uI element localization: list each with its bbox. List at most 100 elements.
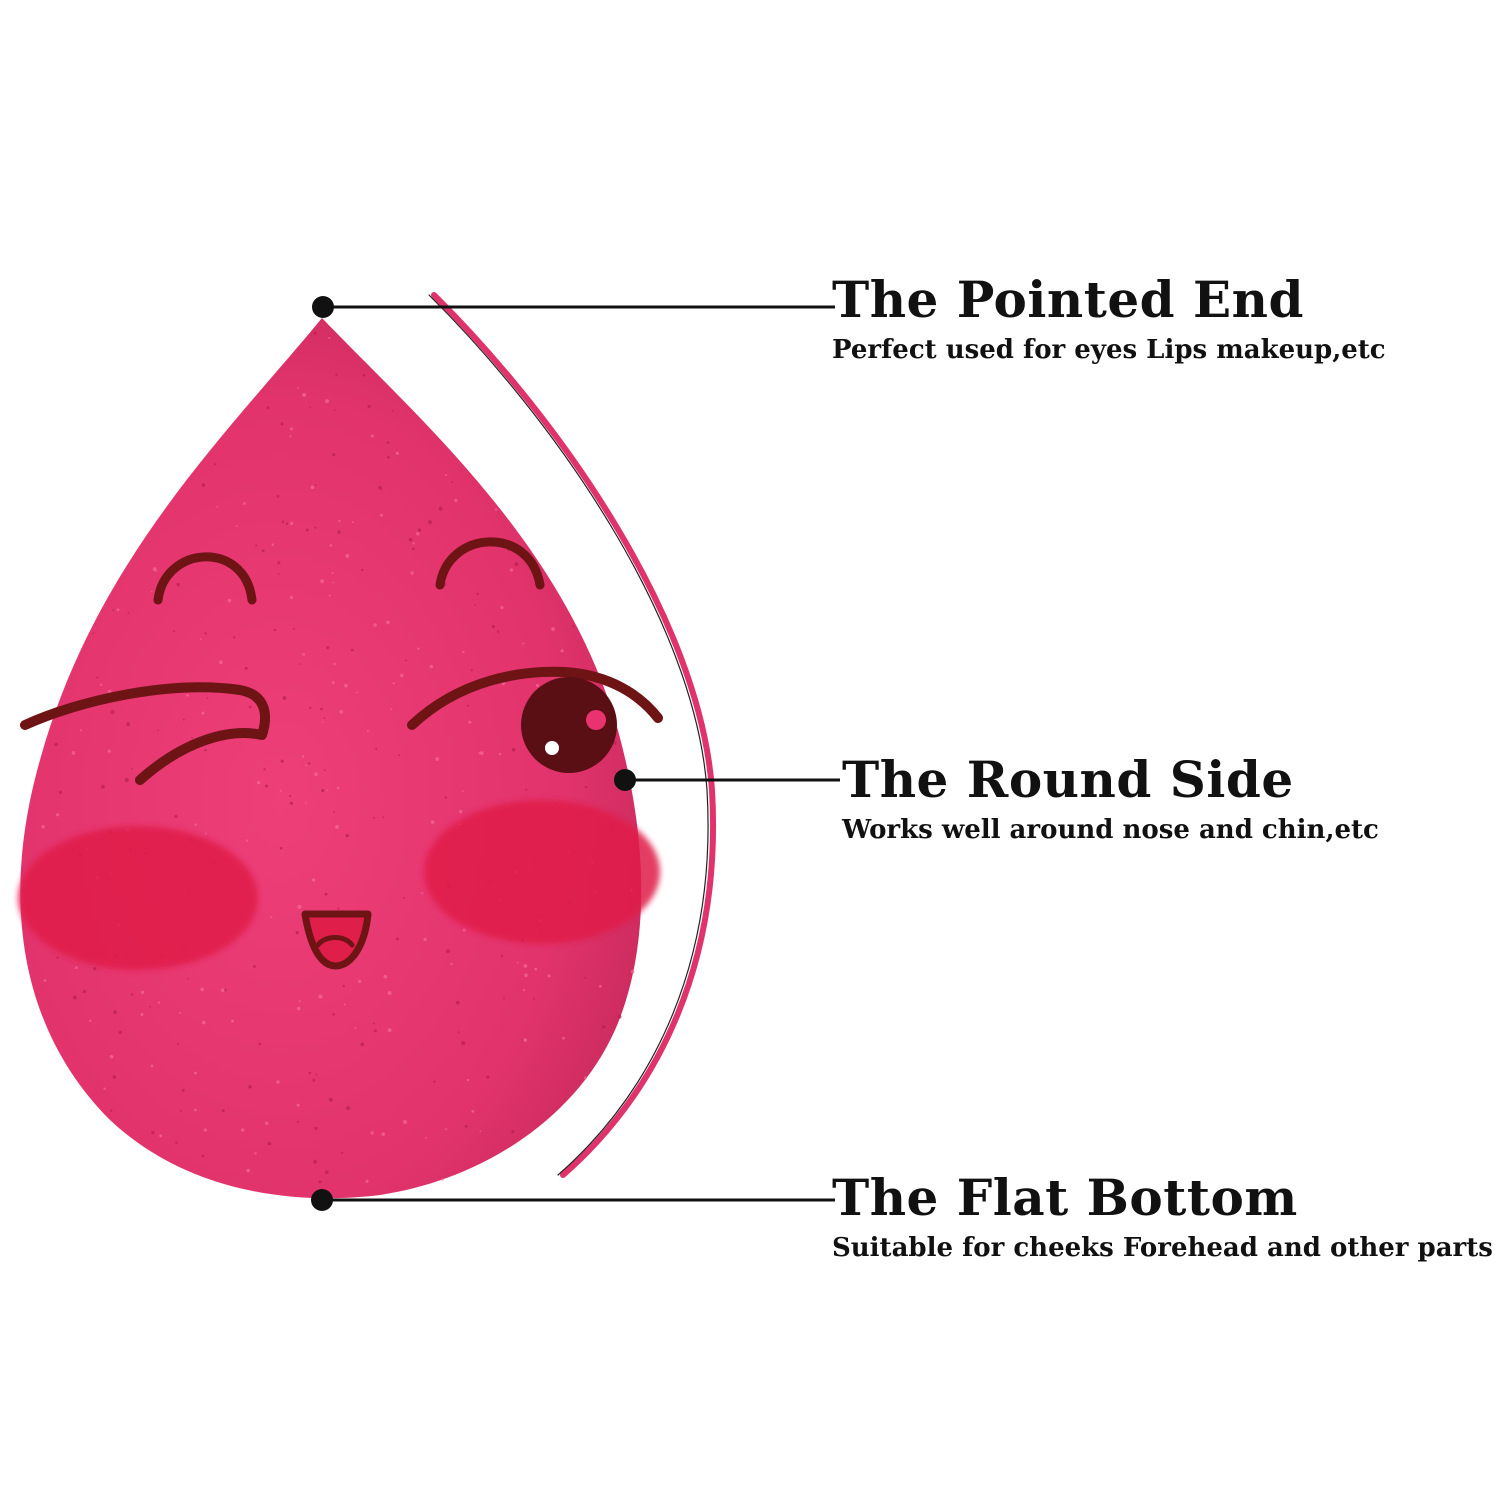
texture-speck — [352, 521, 354, 524]
tongue-icon — [315, 935, 355, 948]
texture-speck — [320, 707, 323, 711]
texture-speck — [305, 764, 307, 767]
texture-speck — [398, 754, 400, 757]
texture-speck — [131, 993, 134, 996]
texture-speck — [241, 1128, 245, 1132]
texture-speck — [324, 1170, 329, 1175]
texture-speck — [308, 1071, 312, 1075]
texture-speck — [328, 1097, 333, 1102]
texture-speck — [280, 759, 284, 763]
texture-speck — [150, 1064, 154, 1068]
texture-speck — [547, 974, 551, 978]
texture-speck — [289, 801, 294, 805]
texture-speck — [296, 1120, 299, 1123]
texture-speck — [289, 595, 294, 600]
texture-speck — [360, 568, 364, 572]
texture-speck — [325, 399, 329, 404]
texture-speck — [336, 786, 340, 790]
texture-speck — [390, 708, 393, 711]
right-closed-eye-icon — [435, 537, 545, 590]
texture-speck — [152, 567, 157, 571]
texture-speck — [523, 1038, 528, 1042]
texture-speck — [72, 995, 77, 1000]
texture-speck — [358, 979, 362, 984]
texture-speck — [100, 683, 103, 686]
texture-speck — [255, 544, 258, 547]
texture-speck — [258, 1042, 262, 1046]
texture-speck — [500, 954, 503, 958]
texture-speck — [444, 796, 447, 799]
round-side-description: Works well around nose and chin,etc — [842, 815, 1379, 845]
texture-speck — [584, 1076, 588, 1080]
texture-speck — [80, 729, 82, 732]
texture-speck — [386, 441, 390, 444]
texture-speck — [194, 1108, 197, 1112]
texture-speck — [112, 609, 115, 611]
texture-speck — [290, 521, 294, 526]
texture-speck — [333, 811, 336, 814]
texture-speck — [310, 485, 315, 490]
texture-speck — [495, 508, 498, 511]
texture-speck — [308, 762, 311, 765]
texture-speck — [341, 1151, 344, 1154]
texture-speck — [314, 526, 317, 529]
texture-speck — [157, 729, 159, 731]
texture-speck — [204, 748, 207, 752]
right-eye-pupil-icon — [521, 677, 617, 773]
texture-speck — [103, 1087, 106, 1090]
texture-speck — [313, 331, 317, 335]
texture-speck — [157, 1001, 161, 1004]
pointed-end-title: The Pointed End — [832, 270, 1304, 329]
texture-speck — [535, 683, 540, 688]
texture-speck — [56, 956, 59, 959]
texture-speck — [43, 979, 47, 982]
texture-speck — [428, 520, 432, 525]
texture-speck — [459, 810, 463, 814]
texture-speck — [41, 825, 45, 829]
texture-speck — [75, 966, 78, 969]
texture-speck — [279, 789, 282, 792]
texture-speck — [425, 1136, 427, 1139]
left-blush-icon — [18, 826, 258, 970]
texture-speck — [417, 528, 422, 532]
texture-speck — [584, 976, 587, 979]
texture-speck — [560, 649, 564, 653]
texture-speck — [265, 784, 268, 788]
texture-speck — [392, 682, 395, 685]
texture-speck — [429, 664, 434, 669]
texture-speck — [285, 522, 289, 525]
texture-speck — [408, 538, 413, 542]
texture-speck — [271, 543, 275, 546]
texture-speck — [92, 632, 95, 635]
texture-speck — [315, 1073, 318, 1076]
texture-speck — [421, 892, 424, 895]
texture-speck — [270, 916, 273, 919]
texture-speck — [387, 456, 390, 459]
texture-speck — [451, 481, 454, 483]
texture-speck — [109, 1055, 114, 1059]
texture-speck — [326, 789, 329, 792]
texture-speck — [614, 771, 617, 774]
texture-speck — [159, 1134, 163, 1138]
texture-speck — [499, 752, 502, 756]
texture-speck — [380, 513, 384, 517]
texture-speck — [372, 1022, 375, 1025]
texture-speck — [524, 973, 528, 977]
texture-speck — [282, 696, 287, 700]
texture-speck — [328, 337, 331, 339]
texture-speck — [305, 801, 307, 804]
texture-speck — [302, 653, 306, 656]
texture-speck — [370, 1131, 374, 1135]
texture-speck — [92, 967, 97, 971]
texture-speck — [497, 630, 500, 633]
texture-speck — [176, 1043, 179, 1046]
texture-speck — [311, 878, 316, 882]
texture-speck — [430, 820, 435, 825]
left-wink-eye-icon — [20, 682, 270, 785]
texture-speck — [511, 1129, 515, 1134]
texture-speck — [514, 562, 519, 567]
texture-speck — [201, 711, 205, 715]
texture-speck — [446, 949, 450, 954]
texture-speck — [346, 1106, 351, 1111]
texture-speck — [373, 1029, 377, 1033]
